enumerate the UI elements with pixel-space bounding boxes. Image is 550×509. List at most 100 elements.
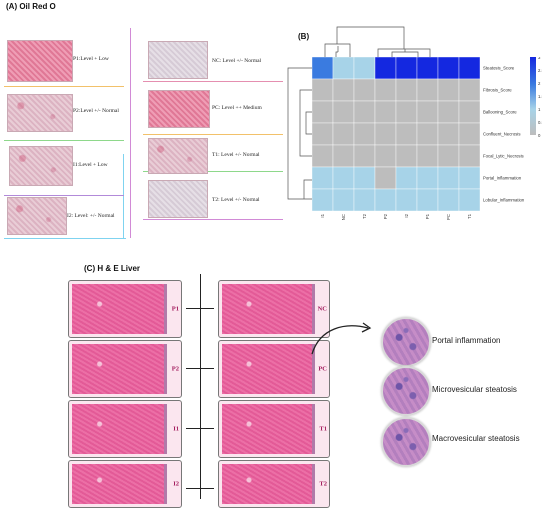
panel-c-title: (C) H & E Liver <box>84 264 141 273</box>
heatmap-cell <box>395 188 418 212</box>
heatmap-cell <box>395 144 418 168</box>
heatmap-row-label: Lobular_Inflammation <box>483 198 525 203</box>
colorbar-tick-label: 1 <box>538 107 541 112</box>
heatmap-row-label: Focal_Lytic_Necrosis <box>483 154 524 159</box>
he-image-t2: T2 <box>218 460 330 508</box>
heatmap-cell <box>312 166 334 190</box>
heatmap-col-label: T2 <box>362 213 367 219</box>
heatmap-cell <box>437 78 460 102</box>
heatmap-cell <box>416 57 439 80</box>
heatmap-cell <box>312 100 334 124</box>
inset-macrovesicular-steatosis <box>381 417 431 467</box>
heatmap-cell <box>458 144 481 168</box>
oil-red-o-label-t1: T1: Level +/- Normal <box>212 152 260 158</box>
heatmap-cell <box>416 100 439 124</box>
heatmap-cell <box>437 122 460 146</box>
heatmap: Steatosis_ScoreFibrosis_ScoreBallooning_… <box>312 57 542 220</box>
oil-red-o-label-p1: P1:Level + Low <box>73 56 109 62</box>
heatmap-row-label: Ballooning_Score <box>483 110 517 115</box>
heatmap-cell <box>458 166 481 190</box>
he-image-t1: T1 <box>218 400 330 458</box>
heatmap-dendrogram <box>287 26 431 200</box>
heatmap-cell <box>374 57 397 80</box>
panel-b-title: (B) <box>298 32 310 41</box>
inset-label-portal-inflammation: Portal inflammation <box>432 336 501 345</box>
heatmap-colorbar <box>530 57 536 135</box>
inset-portal-inflammation <box>381 317 431 367</box>
inset-microvesicular-steatosis <box>381 366 431 416</box>
heatmap-cell <box>374 78 397 102</box>
inset-label-microvesicular-steatosis: Microvesicular steatosis <box>432 385 517 394</box>
heatmap-cell <box>416 78 439 102</box>
oil-red-o-label-t2: T2: Level +/- Normal <box>212 197 260 203</box>
oil-red-o-label-p2: P2:Level +/- Normal <box>73 108 119 114</box>
column-dendrogram <box>324 26 431 57</box>
he-label-t2: T2 <box>319 480 327 488</box>
heatmap-cell <box>437 188 460 212</box>
heatmap-cell <box>437 57 460 80</box>
heatmap-cell <box>416 122 439 146</box>
he-label-pc: PC <box>318 365 327 373</box>
heatmap-cell <box>437 166 460 190</box>
heatmap-cell <box>374 144 397 168</box>
heatmap-cell <box>374 100 397 124</box>
colorbar-tick-label: 2.5 <box>538 68 542 73</box>
heatmap-cell <box>312 188 334 212</box>
colorbar-tick-label: 0.5 <box>538 120 542 125</box>
heatmap-col-label: PC <box>446 214 451 220</box>
he-label-t1: T1 <box>319 425 327 433</box>
heatmap-cell <box>416 144 439 168</box>
he-liver-panel <box>0 270 550 509</box>
heatmap-row-label: Confluent_Necrosis <box>483 132 521 137</box>
heatmap-cell <box>312 122 334 146</box>
row-dendrogram <box>287 67 312 200</box>
he-label-p1: P1 <box>171 305 179 313</box>
he-image-p1: P1 <box>68 280 182 338</box>
heatmap-cell <box>416 188 439 212</box>
he-image-nc: NC <box>218 280 330 338</box>
heatmap-col-label: T1 <box>467 213 472 219</box>
he-label-i2: I2 <box>173 480 179 488</box>
oil-red-o-image-t2 <box>148 180 208 218</box>
heatmap-cell <box>332 57 355 80</box>
heatmap-cell <box>353 166 376 190</box>
oil-red-o-image-nc <box>148 41 208 79</box>
heatmap-cell <box>395 122 418 146</box>
heatmap-cell <box>312 78 334 102</box>
heatmap-cell <box>416 166 439 190</box>
heatmap-cell <box>437 144 460 168</box>
heatmap-cell <box>458 100 481 124</box>
heatmap-cell <box>458 188 481 212</box>
curved-arrow-icon <box>311 322 372 355</box>
inset-label-macrovesicular-steatosis: Macrovesicular steatosis <box>432 434 520 443</box>
heatmap-cell <box>353 188 376 212</box>
heatmap-col-label: P1 <box>425 213 430 219</box>
oil-red-o-panel <box>0 14 290 239</box>
heatmap-cell <box>395 166 418 190</box>
heatmap-cell <box>374 166 397 190</box>
heatmap-cell <box>458 57 481 80</box>
heatmap-row-label: Fibrosis_Score <box>483 88 512 93</box>
colorbar-tick-label: 0 <box>538 133 541 138</box>
heatmap-col-label: I2 <box>404 213 409 217</box>
heatmap-col-label: P2 <box>383 213 388 219</box>
he-image-pc: PC <box>218 340 330 398</box>
he-label-p2: P2 <box>171 365 179 373</box>
heatmap-cell <box>353 78 376 102</box>
heatmap-cell <box>312 144 334 168</box>
heatmap-cell <box>332 78 355 102</box>
colorbar-tick-label: 2 <box>538 81 541 86</box>
oil-red-o-label-nc: NC: Level +/- Normal <box>212 58 262 64</box>
he-image-i2: I2 <box>68 460 182 508</box>
oil-red-o-image-p2 <box>7 94 73 132</box>
colorbar-tick-label: 1.5 <box>538 94 542 99</box>
oil-red-o-label-i1: I1:Level + Low <box>73 162 108 168</box>
heatmap-cell <box>458 78 481 102</box>
heatmap-col-label: NC <box>341 214 346 220</box>
heatmap-row-label: Steatosis_Score <box>483 66 515 71</box>
colorbar-tick-label: 3 <box>538 57 541 60</box>
heatmap-cell <box>312 57 334 80</box>
heatmap-cell <box>353 57 376 80</box>
heatmap-cell <box>395 100 418 124</box>
oil-red-o-image-i1 <box>9 146 73 186</box>
